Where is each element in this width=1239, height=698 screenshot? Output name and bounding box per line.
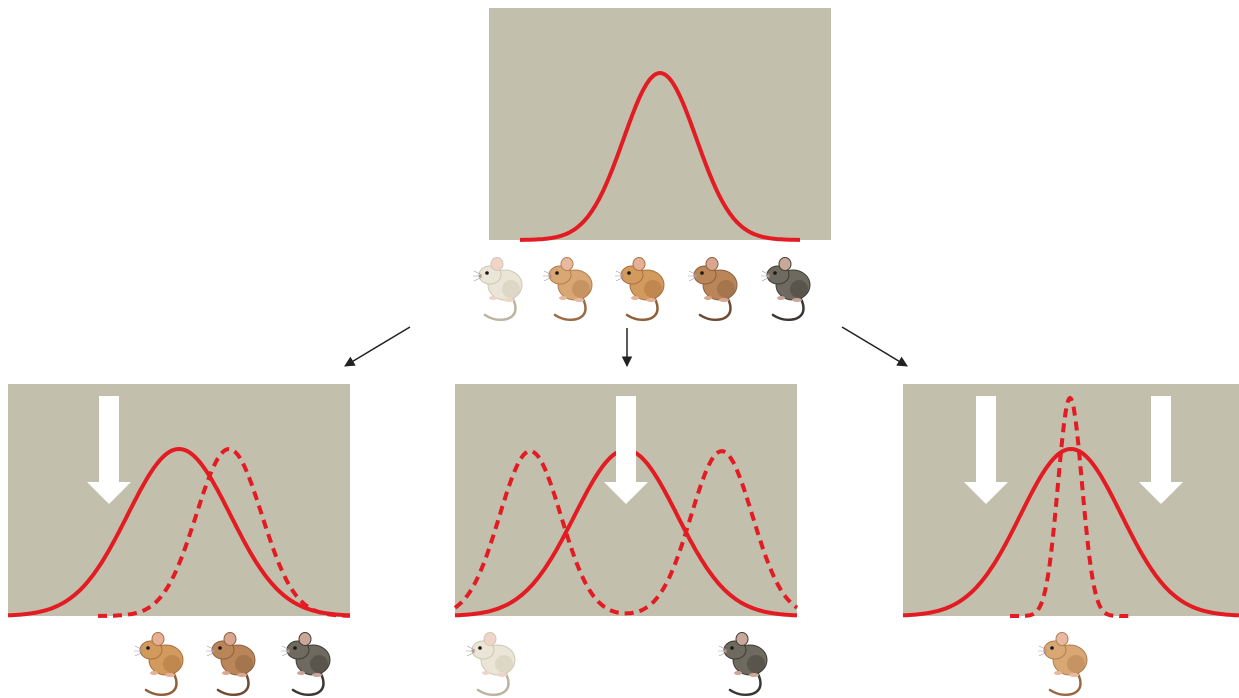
original-distribution-curve <box>520 70 800 242</box>
directional-selection-panel <box>7 384 351 618</box>
original-population-mice <box>473 257 811 322</box>
tan-mouse <box>1038 632 1088 697</box>
white-mouse <box>466 632 516 697</box>
before-selection-curve <box>902 446 1239 618</box>
selection-pressure-arrow <box>604 396 648 504</box>
directional-surviving-mice <box>134 632 331 697</box>
arrow-to-stabilizing <box>841 326 908 367</box>
disruptive-selection-panel <box>453 384 799 618</box>
after-selection-curve <box>453 449 799 616</box>
brown-mouse <box>688 257 738 322</box>
selection-pressure-arrow-left <box>964 396 1008 504</box>
before-selection-curve <box>7 446 351 618</box>
selection-pressure-arrow <box>87 396 131 504</box>
brown-mouse <box>206 632 256 697</box>
stabilizing-surviving-mice <box>1038 632 1088 697</box>
panel-background <box>903 384 1239 616</box>
gray-mouse <box>718 632 768 697</box>
original-population-panel <box>489 8 831 242</box>
after-selection-curve <box>1010 395 1130 618</box>
tan-mouse <box>543 257 593 322</box>
disruptive-surviving-mice <box>466 632 768 697</box>
orange-mouse <box>134 632 184 697</box>
gray-mouse <box>281 632 331 697</box>
white-mouse <box>473 257 523 322</box>
panel-background <box>8 384 350 616</box>
gray-mouse <box>761 257 811 322</box>
stabilizing-selection-panel <box>902 384 1239 618</box>
arrow-to-directional <box>344 326 411 367</box>
orange-mouse <box>615 257 665 322</box>
selection-pressure-arrow-right <box>1139 396 1183 504</box>
panel-background <box>489 8 831 240</box>
after-selection-curve <box>98 446 350 618</box>
